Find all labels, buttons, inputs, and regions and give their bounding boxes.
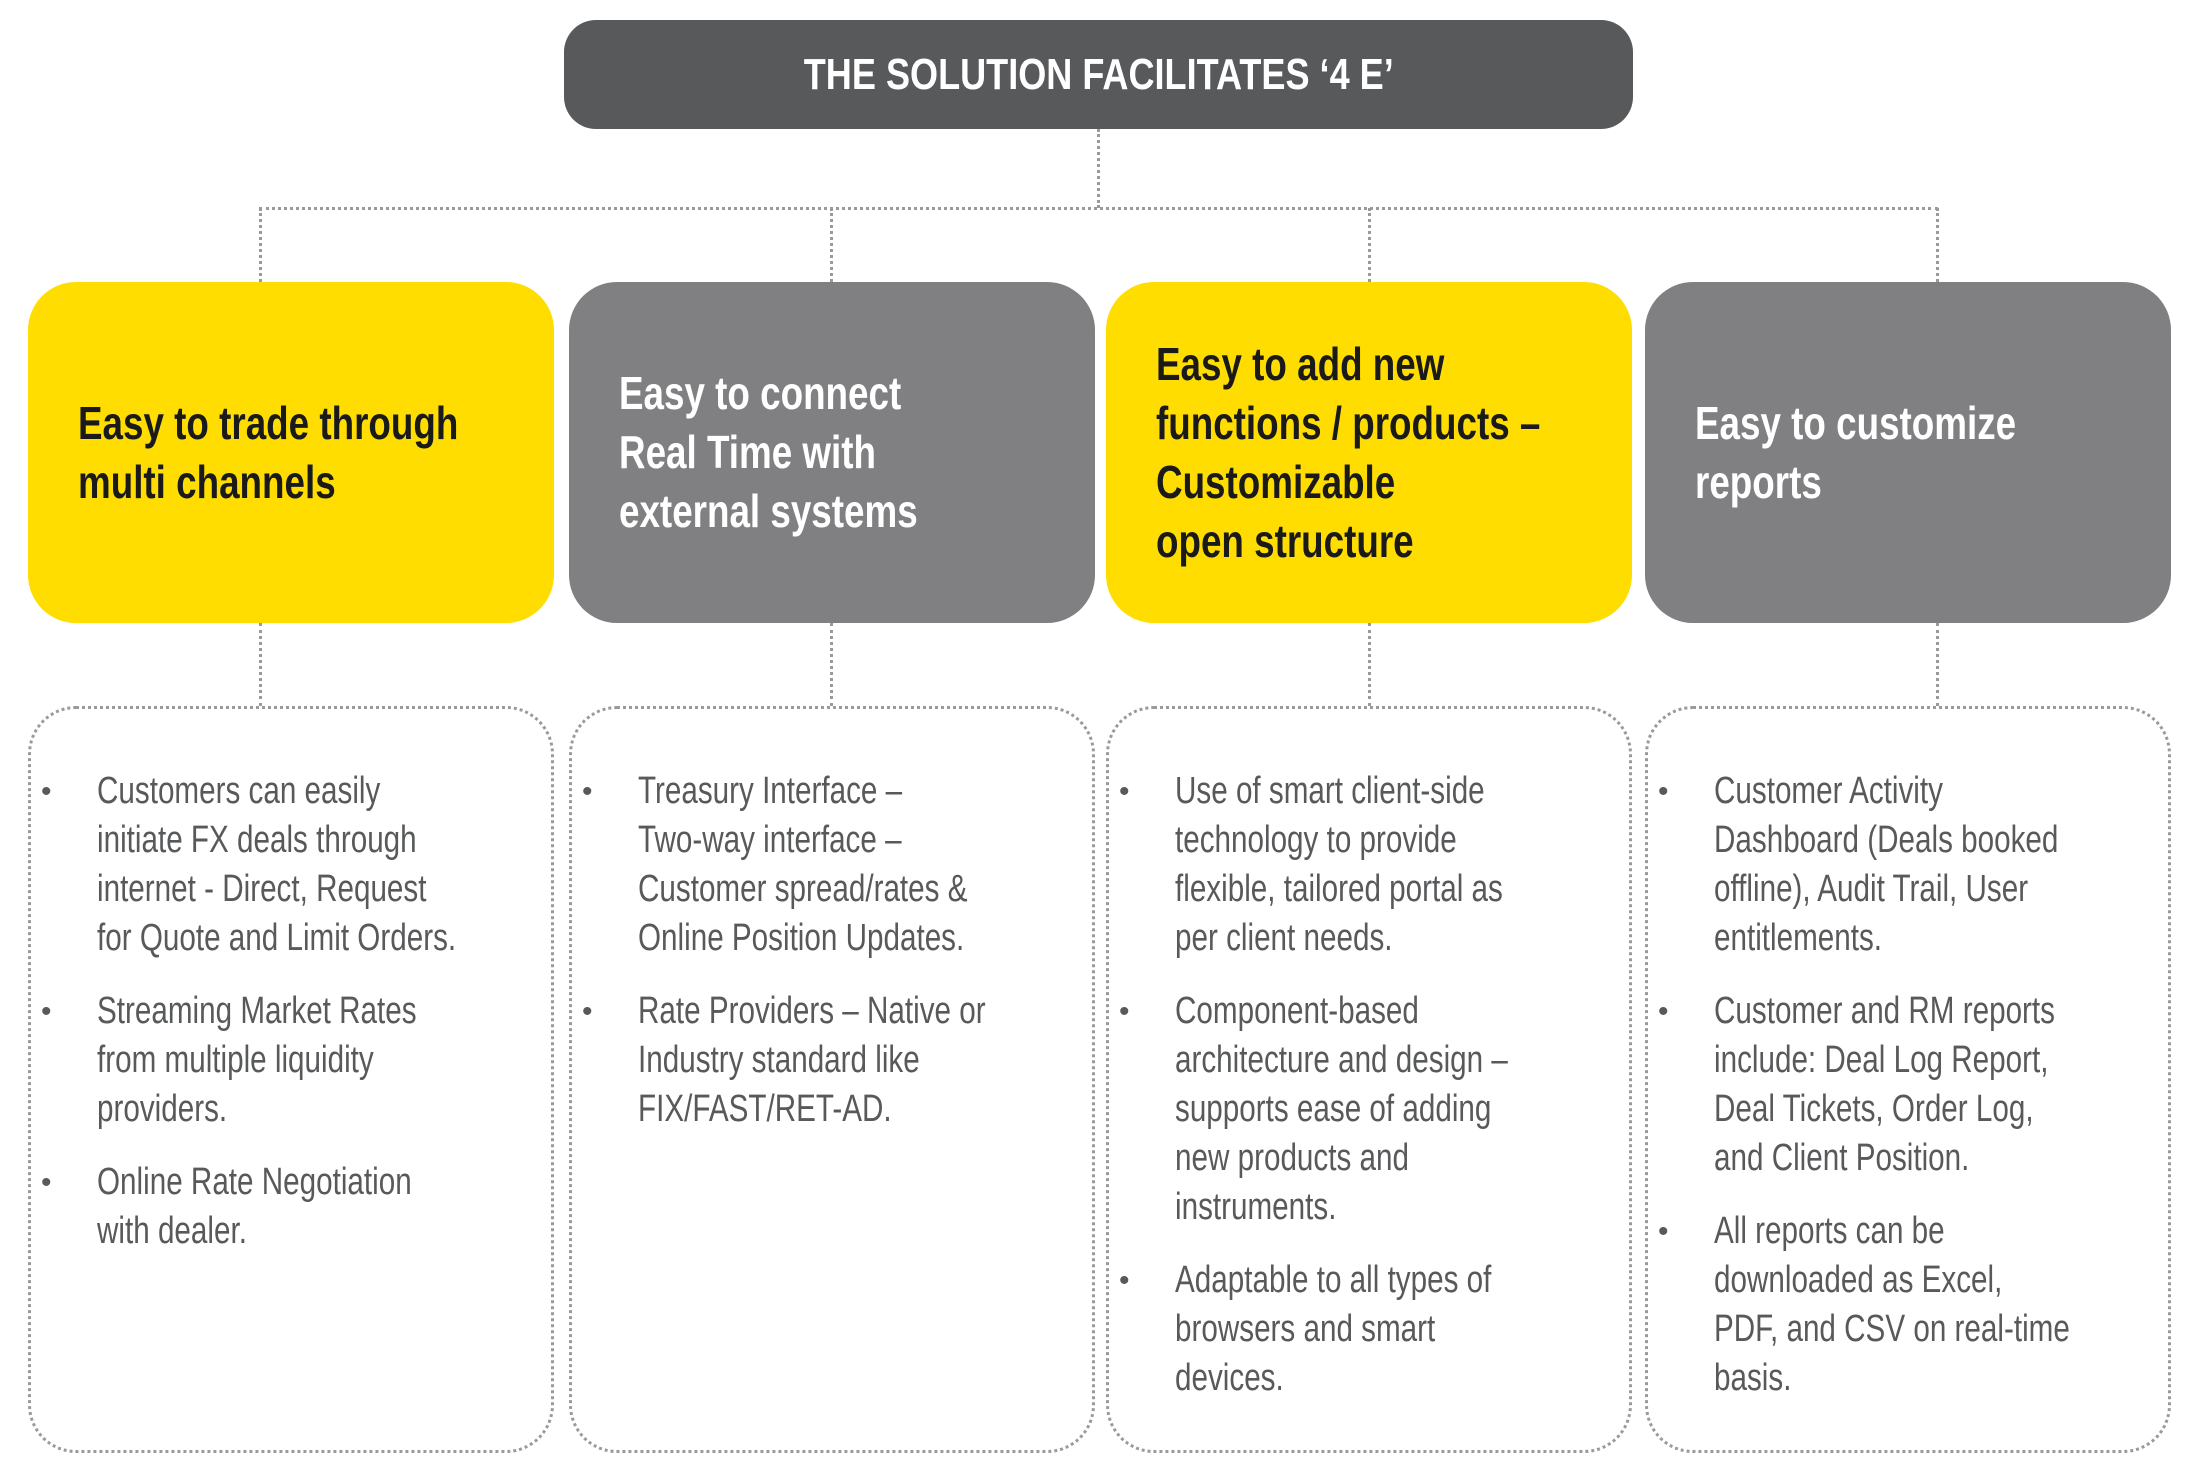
bullet-text-line: PDF, and CSV on real-time: [1714, 1308, 2070, 1350]
bullet-text-line: from multiple liquidity: [97, 1039, 374, 1081]
bullet-item: • Customer and RM reports include: Deal Lo…: [1648, 987, 2168, 1183]
column-title-line: Real Time with: [619, 426, 876, 478]
bullet-icon: •: [1658, 995, 1669, 1028]
column-detail-box: • Use of smart client-side technology to p…: [1106, 706, 1632, 1453]
bullet-text-line: Customer Activity: [1714, 770, 1943, 812]
bullet-text-line: Online Rate Negotiation: [97, 1161, 412, 1203]
bullet-icon: •: [1119, 775, 1130, 808]
connector: [1097, 129, 1100, 208]
bullet-icon: •: [41, 1166, 52, 1199]
bullet-text-line: Industry standard like: [638, 1039, 920, 1081]
connector: [830, 623, 833, 706]
column-title-line: open structure: [1156, 514, 1414, 567]
column-title-line: external systems: [619, 485, 918, 537]
column-title-line: reports: [1695, 455, 1822, 508]
diagram-title: THE SOLUTION FACILITATES ‘4 E’: [803, 49, 1394, 99]
bullet-item: • Adaptable to all types of browsers and s…: [1109, 1256, 1629, 1403]
bullet-icon: •: [1658, 775, 1669, 808]
bullet-icon: •: [1119, 995, 1130, 1028]
bullet-icon: •: [41, 775, 52, 808]
connector: [259, 208, 262, 282]
bullet-item: • Component-based architecture and design …: [1109, 987, 1629, 1232]
column-title-line: Easy to add new: [1156, 337, 1445, 390]
bullet-text-line: All reports can be: [1714, 1210, 1945, 1252]
bullet-text-line: basis.: [1714, 1357, 1792, 1399]
bullet-icon: •: [582, 775, 593, 808]
bullet-text-line: Deal Tickets, Order Log,: [1714, 1088, 2034, 1130]
bullet-icon: •: [1119, 1264, 1130, 1297]
bullet-text-line: flexible, tailored portal as: [1175, 868, 1503, 910]
column-title-line: multi channels: [78, 455, 336, 508]
bullet-text-line: Dashboard (Deals booked: [1714, 819, 2059, 861]
bullet-text-line: Customer spread/rates &: [638, 868, 968, 910]
bullet-text-line: offline), Audit Trail, User: [1714, 868, 2029, 910]
bullet-text-line: new products and: [1175, 1137, 1409, 1179]
bullet-text-line: technology to provide: [1175, 819, 1457, 861]
column-title-line: Easy to trade through: [78, 396, 459, 449]
column-title-box: Easy to trade through multi channels: [28, 282, 554, 623]
bullet-text-line: entitlements.: [1714, 917, 1883, 959]
connector: [259, 623, 262, 706]
diagram-title-box: THE SOLUTION FACILITATES ‘4 E’: [564, 20, 1633, 129]
bullet-text-line: Streaming Market Rates: [97, 990, 417, 1032]
bullet-item: • All reports can be downloaded as Excel, P…: [1648, 1207, 2168, 1403]
connector: [1936, 208, 1939, 282]
column-detail-box: • Customers can easily initiate FX deals t…: [28, 706, 554, 1453]
bullet-item: • Treasury Interface – Two-way interface –…: [572, 767, 1092, 963]
bullet-text-line: architecture and design –: [1175, 1039, 1508, 1081]
column-title-line: Easy to customize: [1695, 396, 2017, 449]
bullet-text-line: supports ease of adding: [1175, 1088, 1492, 1130]
bullet-text-line: and Client Position.: [1714, 1137, 1970, 1179]
bullet-text-line: for Quote and Limit Orders.: [97, 917, 457, 959]
bullet-text-line: per client needs.: [1175, 917, 1393, 959]
column-title-box: Easy to customize reports: [1645, 282, 2171, 623]
bullet-icon: •: [41, 995, 52, 1028]
bullet-text-line: downloaded as Excel,: [1714, 1259, 2003, 1301]
bullet-item: • Rate Providers – Native or Industry stan…: [572, 987, 1092, 1134]
bullet-text-line: initiate FX deals through: [97, 819, 417, 861]
column-detail-box: • Treasury Interface – Two-way interface –…: [569, 706, 1095, 1453]
bullet-text-line: Two-way interface –: [638, 819, 902, 861]
column-title-line: Customizable: [1156, 455, 1396, 508]
bullet-text-line: Component-based: [1175, 990, 1419, 1032]
bullet-item: • Online Rate Negotiation with dealer.: [31, 1158, 551, 1256]
bullet-item: • Use of smart client-side technology to p…: [1109, 767, 1629, 963]
bullet-text-line: FIX/FAST/RET-AD.: [638, 1088, 892, 1130]
column-title-box: Easy to add new functions / products – Cus…: [1106, 282, 1632, 623]
bullet-text-line: Customers can easily: [97, 770, 381, 812]
connector: [1936, 623, 1939, 706]
bullet-text-line: instruments.: [1175, 1186, 1337, 1228]
bullet-text-line: browsers and smart: [1175, 1308, 1436, 1350]
bullet-item: • Streaming Market Rates from multiple liq…: [31, 987, 551, 1134]
connector: [830, 208, 833, 282]
bullet-text-line: Rate Providers – Native or: [638, 990, 986, 1032]
bullet-text-line: Adaptable to all types of: [1175, 1259, 1492, 1301]
connector: [1368, 208, 1371, 282]
bullet-item: • Customers can easily initiate FX deals t…: [31, 767, 551, 963]
bullet-text-line: Treasury Interface –: [638, 770, 903, 812]
bullet-icon: •: [582, 995, 593, 1028]
column-title-line: functions / products –: [1156, 396, 1541, 449]
bullet-text-line: Use of smart client-side: [1175, 770, 1485, 812]
bullet-icon: •: [1658, 1215, 1669, 1248]
connector: [259, 207, 1938, 210]
bullet-text-line: include: Deal Log Report,: [1714, 1039, 2049, 1081]
bullet-text-line: with dealer.: [97, 1210, 247, 1252]
bullet-text-line: Customer and RM reports: [1714, 990, 2055, 1032]
connector: [1368, 623, 1371, 706]
column-title-line: Easy to connect: [619, 367, 902, 419]
bullet-text-line: internet - Direct, Request: [97, 868, 427, 910]
bullet-text-line: providers.: [97, 1088, 228, 1130]
bullet-text-line: Online Position Updates.: [638, 917, 965, 959]
bullet-text-line: devices.: [1175, 1357, 1284, 1399]
